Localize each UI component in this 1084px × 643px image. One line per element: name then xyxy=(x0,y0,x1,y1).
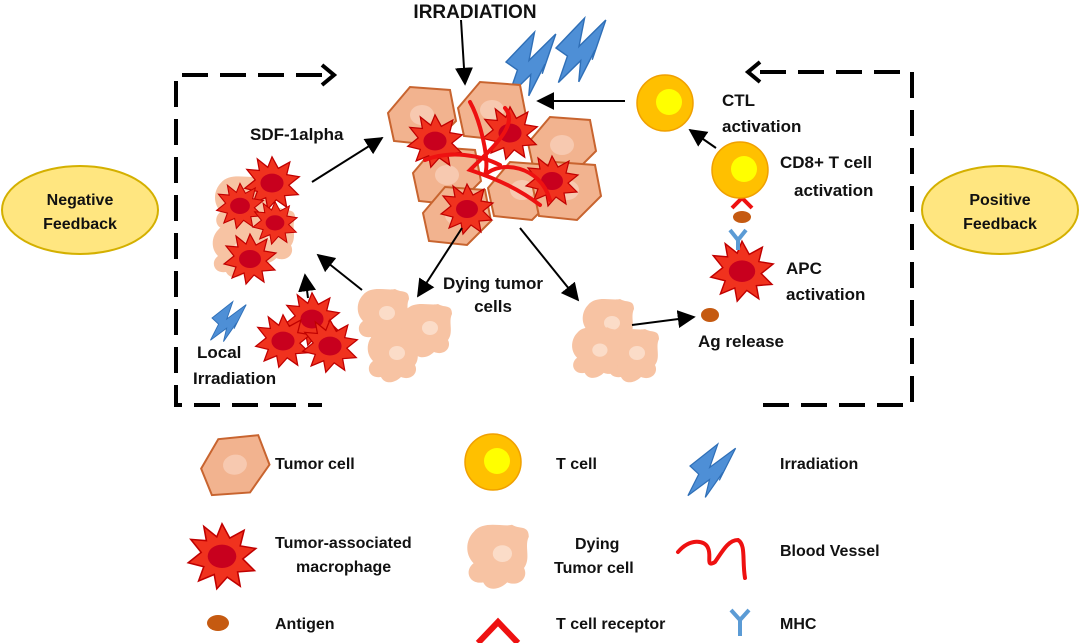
macrophage-cluster-lower xyxy=(255,292,358,373)
macrophage-cluster-upper xyxy=(212,156,300,285)
irradiation-title: IRRADIATION xyxy=(413,2,536,23)
antigen-on-mhc-icon xyxy=(733,211,751,223)
legend-t-cell-label: T cell xyxy=(556,456,597,473)
blood-vessel-icon xyxy=(423,100,552,207)
legend-tam-label-2: macrophage xyxy=(296,559,391,576)
legend-macrophage-icon xyxy=(187,523,257,590)
local-label-1: Local xyxy=(197,343,241,362)
legend-blood-vessel-label: Blood Vessel xyxy=(780,543,880,560)
negative-loop-lines xyxy=(174,63,338,407)
ag-release-arrow xyxy=(631,310,696,328)
dying-to-mac-arrow xyxy=(316,253,363,291)
ctl-label-2: activation xyxy=(722,117,801,136)
legend-antigen-icon xyxy=(207,615,229,631)
legend-blood-vessel-icon xyxy=(676,537,747,580)
mhc-icon xyxy=(728,228,748,250)
legend-dying-label-2: Tumor cell xyxy=(554,560,634,577)
dying-cells-left xyxy=(357,289,452,383)
legend-t-cell-icon xyxy=(464,433,522,491)
dying-cells-right xyxy=(572,299,659,383)
legend-tam-label-1: Tumor-associated xyxy=(275,535,412,552)
local-label-2: Irradiation xyxy=(193,369,276,388)
cd8-t-cell-icon xyxy=(711,141,769,199)
ctl-label-1: CTL xyxy=(722,91,755,110)
negative-feedback-badge: Negative Feedback xyxy=(1,165,159,255)
legend-antigen-label: Antigen xyxy=(275,616,335,633)
apc-label-2: activation xyxy=(786,285,865,304)
tumor-mass xyxy=(387,81,602,246)
legend-irradiation-label: Irradiation xyxy=(780,456,858,473)
legend-dying-cell-icon xyxy=(467,524,529,589)
legend-tumor-cell-icon xyxy=(195,430,275,502)
legend-dying-label-1: Dying xyxy=(575,536,619,553)
legend-tcr-icon xyxy=(475,617,521,643)
negative-feedback-label-2: Feedback xyxy=(43,216,117,233)
irradiation-arrow xyxy=(455,19,473,86)
ag-release-label: Ag release xyxy=(698,332,784,351)
negative-feedback-label-1: Negative xyxy=(47,192,114,209)
positive-feedback-label-1: Positive xyxy=(969,192,1030,209)
sdf-arrow xyxy=(311,137,384,183)
legend-mhc-label: MHC xyxy=(780,616,817,633)
legend-mhc-icon xyxy=(729,608,751,636)
local-lightning-icon xyxy=(204,298,253,345)
positive-loop-lines xyxy=(744,60,914,407)
positive-feedback-label-2: Feedback xyxy=(963,216,1037,233)
antigen-icon xyxy=(701,308,719,322)
legend-tcr-label: T cell receptor xyxy=(556,616,665,633)
mass-to-dying-left-arrow xyxy=(417,227,463,298)
legend-tumor-cell-label: Tumor cell xyxy=(275,456,355,473)
tcr-icon xyxy=(730,195,754,210)
positive-feedback-badge: Positive Feedback xyxy=(921,165,1079,255)
apc-macrophage-icon xyxy=(710,240,774,302)
apc-label-1: APC xyxy=(786,259,822,278)
mass-to-dying-right-arrow xyxy=(519,227,580,302)
cd8-label-2: activation xyxy=(794,181,873,200)
legend-lightning-icon xyxy=(679,440,744,501)
cd8-to-ctl-arrow xyxy=(688,128,717,149)
ctl-t-cell-icon xyxy=(636,74,694,132)
cd8-label-1: CD8+ T cell xyxy=(780,153,872,172)
local-up-arrow xyxy=(298,273,317,299)
dying-label-2: cells xyxy=(474,297,512,316)
dying-label-1: Dying tumor xyxy=(443,274,543,293)
sdf-label: SDF-1alpha xyxy=(250,125,344,144)
legend: Tumor cell T cell Irradiation Tumor-asso… xyxy=(187,430,880,643)
